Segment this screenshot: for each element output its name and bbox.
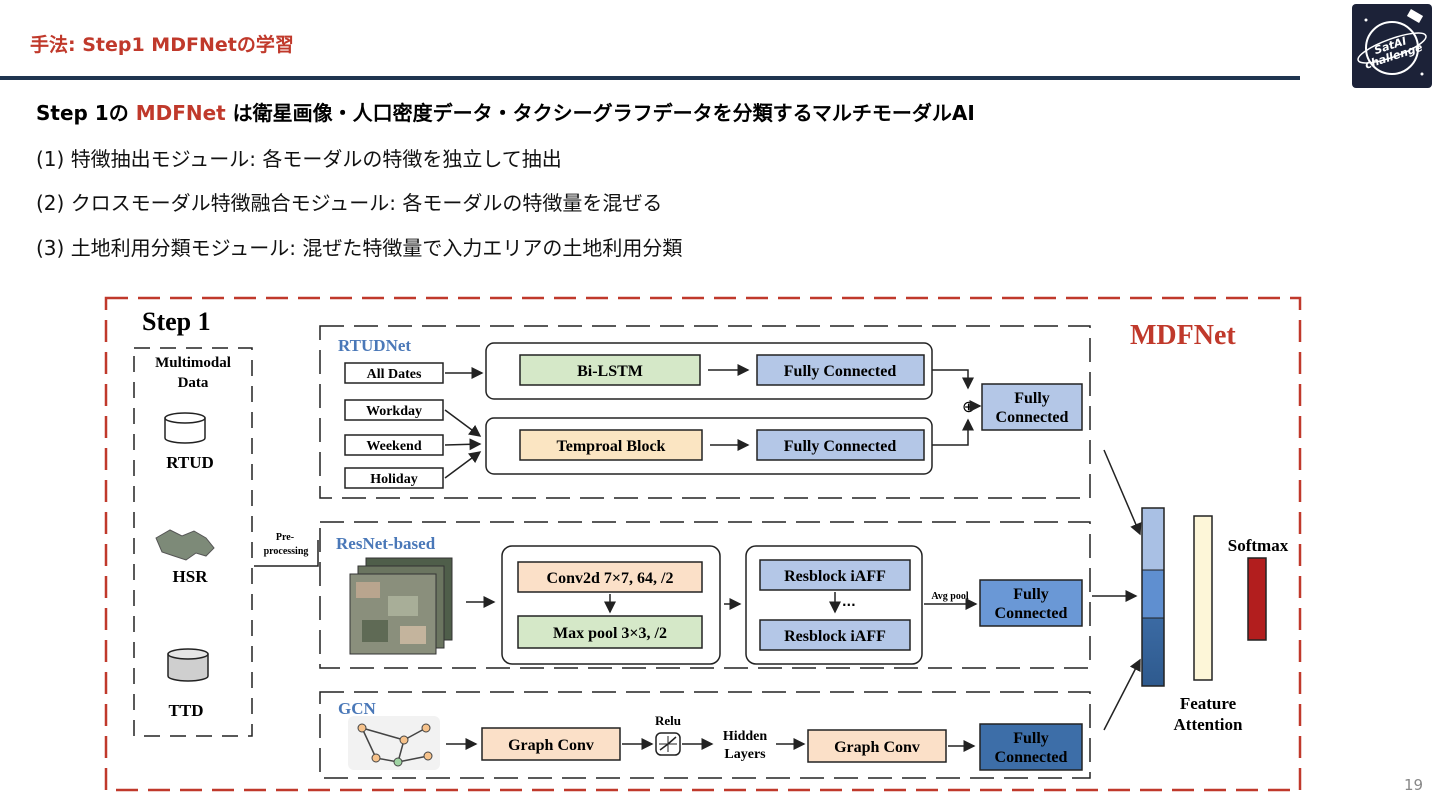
- satai-challenge-logo: SatAI challenge: [1352, 4, 1432, 88]
- relu-label: Relu: [655, 713, 681, 728]
- resnet-panel: [319, 521, 1091, 669]
- slide-title: 手法: Step1 MDFNetの学習: [30, 34, 294, 56]
- bilstm-label: Bi-LSTM: [577, 363, 643, 380]
- gcn-panel: [319, 691, 1091, 779]
- fc-merge-label-2: Connected: [996, 409, 1069, 426]
- maxpool-label: Max pool 3×3, /2: [553, 625, 667, 642]
- bullet-1: (1) 特徴抽出モジュール: 各モーダルの特徴を独立して抽出: [36, 147, 562, 171]
- fc-resnet-block: [979, 579, 1083, 627]
- model-label: MDFNet: [1130, 320, 1236, 351]
- bullet-3: (3) 土地利用分類モジュール: 混ぜた特徴量で入力エリアの土地利用分類: [36, 236, 683, 260]
- fc-resnet-label-2: Connected: [995, 605, 1068, 622]
- input-all-dates-label: All Dates: [367, 367, 422, 382]
- page-number: 19: [1404, 776, 1424, 794]
- graph-conv-1-label: Graph Conv: [508, 737, 594, 754]
- resblock-dots: ...: [842, 595, 856, 609]
- feature-attention-label: Feature: [1180, 694, 1237, 713]
- resblock-group: [745, 545, 923, 665]
- bilstm-group: [485, 342, 933, 400]
- hidden-label: Hidden: [723, 729, 768, 744]
- gcn-title: GCN: [338, 699, 377, 718]
- resblock-2: [759, 619, 911, 651]
- temporal-block: [519, 429, 703, 461]
- step-label: Step 1: [142, 307, 211, 336]
- avgpool-label: Avg pool: [931, 591, 969, 602]
- feature-attention-label-2: Attention: [1174, 715, 1243, 734]
- conv-label: Conv2d 7×7, 64, /2: [547, 570, 674, 587]
- feature-attention-bar: [1193, 515, 1213, 681]
- graph-conv-2-label: Graph Conv: [834, 739, 920, 756]
- preprocessing-label-2: processing: [264, 546, 309, 557]
- map-icon-hsr: [155, 529, 215, 561]
- fc-merge-block: [981, 383, 1083, 431]
- hidden-label-2: Layers: [724, 747, 766, 762]
- mdfnet-frame: [104, 296, 1302, 792]
- input-all-dates: [344, 362, 444, 384]
- rtudnet-title: RTUDNet: [338, 336, 411, 355]
- input-holiday: [344, 467, 444, 489]
- softmax-label: Softmax: [1228, 536, 1289, 555]
- source-rtud: RTUD: [166, 453, 214, 472]
- fc-block-bilstm: [756, 354, 925, 386]
- conv-group: [501, 545, 721, 665]
- satellite-image-icon: [349, 557, 453, 655]
- fc-gcn-label-2: Connected: [995, 749, 1068, 766]
- fc-temporal-label: Fully Connected: [784, 438, 897, 455]
- preprocessing-connector: [254, 540, 319, 567]
- graph-conv-2: [807, 729, 947, 763]
- fc-resnet-label: Fully: [1013, 586, 1049, 603]
- bullet-2: (2) クロスモーダル特徴融合モジュール: 各モーダルの特徴量を混ぜる: [36, 191, 663, 215]
- conv-block: [517, 561, 703, 593]
- multimodal-label: Multimodal: [155, 355, 231, 371]
- input-workday: [344, 399, 444, 421]
- headline-suffix: は衛星画像・人口密度データ・タクシーグラフデータを分類するマルチモーダルAI: [225, 101, 975, 125]
- headline: Step 1の MDFNet は衛星画像・人口密度データ・タクシーグラフデータを…: [36, 97, 975, 126]
- softmax-bar: [1247, 557, 1267, 641]
- multimodal-label-2: Data: [178, 375, 209, 391]
- relu-icon: [655, 732, 681, 756]
- graph-icon: [348, 716, 440, 770]
- fused-feature-bar: [1141, 507, 1165, 687]
- fc-gcn-block: [979, 723, 1083, 771]
- preprocessing-label: Pre-: [276, 532, 294, 543]
- resblock-1-label: Resblock iAFF: [784, 568, 886, 585]
- temporal-group: [485, 417, 933, 475]
- source-ttd: TTD: [169, 701, 204, 720]
- headline-prefix: Step 1の: [36, 101, 136, 125]
- source-hsr: HSR: [173, 567, 209, 586]
- plus-icon: ⊕: [962, 397, 975, 416]
- maxpool-block: [517, 615, 703, 649]
- rtudnet-panel: [319, 325, 1091, 499]
- input-weekend-label: Weekend: [366, 439, 421, 454]
- resnet-title: ResNet-based: [336, 534, 436, 553]
- logo-graphic: [1357, 9, 1427, 76]
- database-icon-rtud: [164, 412, 206, 444]
- graph-conv-1: [481, 727, 621, 761]
- bilstm-block: [519, 354, 701, 386]
- fc-block-temporal: [756, 429, 925, 461]
- fc-gcn-label: Fully: [1013, 730, 1049, 747]
- database-icon-ttd: [167, 648, 209, 682]
- multimodal-panel: [133, 347, 253, 737]
- input-workday-label: Workday: [366, 404, 422, 419]
- resblock-1: [759, 559, 911, 591]
- input-weekend: [344, 434, 444, 456]
- header-divider: [0, 76, 1300, 80]
- fc-merge-label: Fully: [1014, 390, 1050, 407]
- headline-highlight: MDFNet: [135, 101, 226, 125]
- input-holiday-label: Holiday: [370, 472, 417, 487]
- fc-bilstm-label: Fully Connected: [784, 363, 897, 380]
- resblock-2-label: Resblock iAFF: [784, 628, 886, 645]
- temporal-label: Temproal Block: [557, 438, 666, 455]
